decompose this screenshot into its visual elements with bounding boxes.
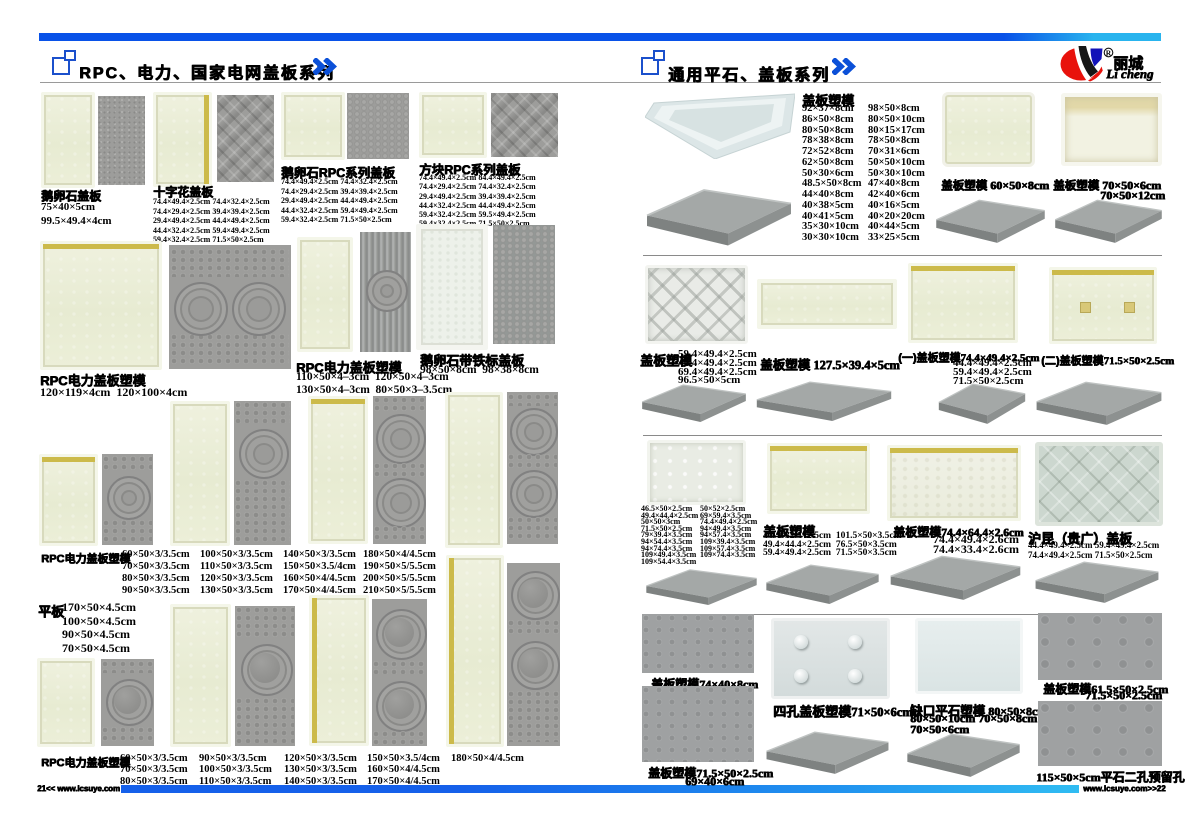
svg-text:R: R xyxy=(1106,48,1112,57)
